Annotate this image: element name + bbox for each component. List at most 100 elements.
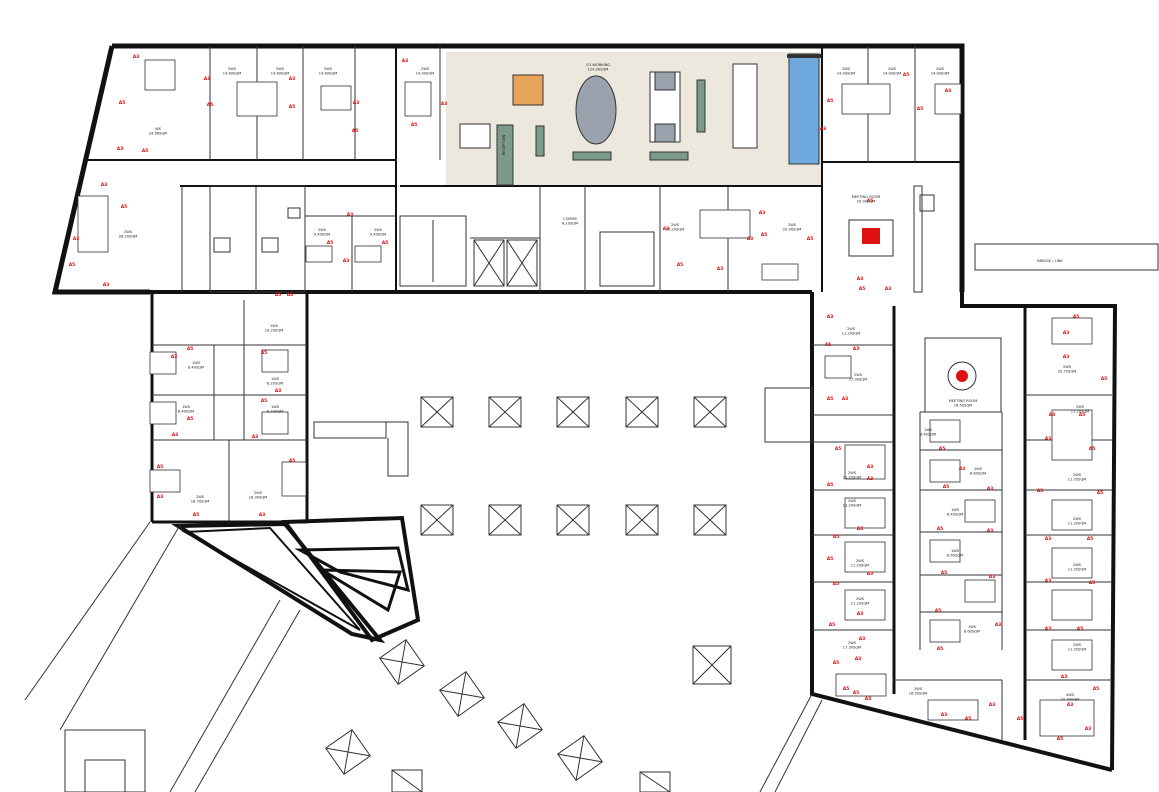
red-tag: A3	[867, 476, 874, 482]
red-tag: A5	[1079, 412, 1086, 418]
orange-table	[512, 74, 544, 106]
red-tag: A3	[73, 236, 80, 242]
red-tag: A3	[101, 182, 108, 188]
red-tag: A3	[353, 100, 360, 106]
red-tag: A3	[827, 314, 834, 320]
red-tag: A5	[677, 262, 684, 268]
red-tag: A3	[959, 466, 966, 472]
reception-label: RECEPTION	[502, 134, 506, 155]
red-tag: A5	[859, 286, 866, 292]
red-tag: A5	[825, 342, 832, 348]
red-tag: A5	[853, 690, 860, 696]
red-tag: A3	[945, 88, 952, 94]
red-tag: A5	[827, 396, 834, 402]
red-tag: A5	[327, 240, 334, 246]
red-tag: A3	[204, 76, 211, 82]
red-tag: A5	[833, 581, 840, 587]
red-tag: A5	[157, 464, 164, 470]
red-tag: A5	[69, 262, 76, 268]
red-tag: A3	[402, 58, 409, 64]
coworking-furniture	[459, 53, 821, 186]
red-tag: A3	[157, 494, 164, 500]
red-tag: A3	[252, 434, 259, 440]
red-tag: A5	[833, 534, 840, 540]
red-tag: A5	[411, 122, 418, 128]
red-tag: A3	[171, 354, 178, 360]
red-tag: A5	[261, 350, 268, 356]
red-tag: A3	[867, 464, 874, 470]
red-tag: A3	[441, 101, 448, 107]
red-tag: A5	[843, 686, 850, 692]
red-tag: A3	[1085, 726, 1092, 732]
red-tag: A5	[289, 458, 296, 464]
red-tag: A5	[193, 512, 200, 518]
core-stairs-lifts	[313, 215, 1159, 477]
red-tag: A5	[939, 446, 946, 452]
red-tag: A5	[1089, 446, 1096, 452]
red-tag: A5	[941, 570, 948, 576]
red-tag: A3	[259, 512, 266, 518]
red-tag: A5	[382, 240, 389, 246]
red-tag: A5	[142, 148, 149, 154]
red-tag: A3	[663, 226, 670, 232]
red-tag: A3	[859, 636, 866, 642]
red-tag: A3	[1037, 488, 1044, 494]
red-tag: A5	[833, 660, 840, 666]
red-tag: A3	[287, 292, 294, 298]
red-tag: A5	[917, 106, 924, 112]
red-tag: A3	[941, 712, 948, 718]
red-tag: A5	[289, 104, 296, 110]
red-tag: A5	[867, 198, 874, 204]
red-tag: A5	[119, 100, 126, 106]
red-tag: A3	[867, 571, 874, 577]
red-tag: A5	[261, 398, 268, 404]
red-tag: A5	[935, 608, 942, 614]
red-tag: A3	[820, 126, 827, 132]
red-tag: A3	[857, 611, 864, 617]
red-tag: A5	[835, 446, 842, 452]
washrooms	[209, 185, 655, 293]
red-tag: A5	[943, 484, 950, 490]
red-tag: A3	[759, 210, 766, 216]
red-tag: A5	[965, 716, 972, 722]
red-tag: A3	[1045, 578, 1052, 584]
red-tag: A3	[989, 702, 996, 708]
red-tag: A5	[187, 346, 194, 352]
red-tag: A5	[275, 292, 282, 298]
red-tag: A5	[827, 556, 834, 562]
red-tag: A5	[829, 622, 836, 628]
red-tag: A3	[1045, 626, 1052, 632]
red-tag: A5	[1073, 314, 1080, 320]
red-tag: A3	[1063, 330, 1070, 336]
red-tag: A5	[1057, 736, 1064, 742]
red-tag: A5	[937, 526, 944, 532]
red-tag: A5	[1093, 686, 1100, 692]
conference-table	[575, 75, 617, 145]
red-tag: A3	[995, 622, 1002, 628]
